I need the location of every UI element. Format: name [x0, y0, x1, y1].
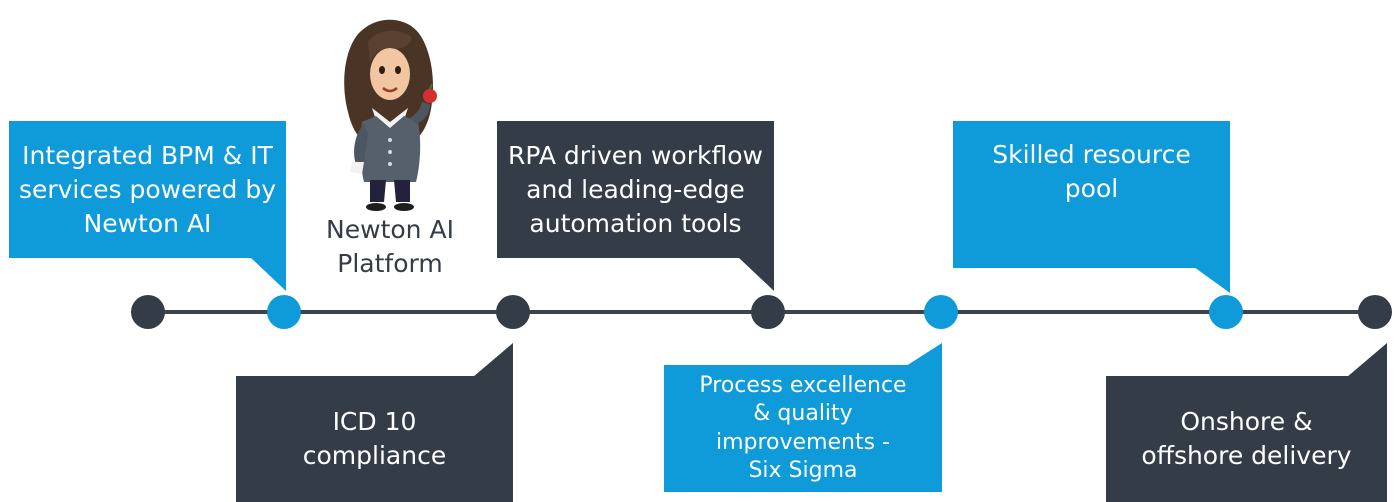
milestone-skilled-pool-text: Skilled resource pool	[992, 140, 1191, 203]
newton-character-icon	[344, 19, 437, 211]
newton-platform-label: Newton AI Platform	[326, 215, 454, 278]
milestone-integrated-bpm: Integrated BPM & IT services powered by …	[9, 121, 286, 258]
timeline-node	[267, 295, 301, 329]
callout-pointer	[738, 257, 774, 291]
callout-pointer	[1194, 267, 1230, 293]
timeline-node	[496, 295, 530, 329]
milestone-onshore-offshore-text: Onshore & offshore delivery	[1141, 407, 1352, 470]
callout-pointer	[473, 343, 513, 377]
milestone-process-excellence: Process excellence & quality improvement…	[664, 365, 942, 492]
milestone-rpa-workflow: RPA driven workflow and leading-edge aut…	[497, 121, 774, 258]
timeline-node	[1209, 295, 1243, 329]
timeline-node	[924, 295, 958, 329]
timeline-node	[751, 295, 785, 329]
timeline-node	[131, 295, 165, 329]
milestone-icd10: ICD 10 compliance	[236, 376, 513, 502]
milestone-rpa-workflow-text: RPA driven workflow and leading-edge aut…	[508, 140, 763, 238]
callout-pointer	[906, 343, 942, 366]
milestone-skilled-pool: Skilled resource pool	[953, 121, 1230, 268]
milestone-onshore-offshore: Onshore & offshore delivery	[1106, 376, 1387, 502]
callout-pointer	[1347, 343, 1387, 377]
callout-pointer	[250, 257, 286, 291]
timeline-node	[1358, 295, 1392, 329]
milestone-process-excellence-text: Process excellence & quality improvement…	[699, 373, 907, 483]
milestone-icd10-text: ICD 10 compliance	[302, 407, 447, 470]
milestone-integrated-bpm-text: Integrated BPM & IT services powered by …	[18, 140, 277, 238]
